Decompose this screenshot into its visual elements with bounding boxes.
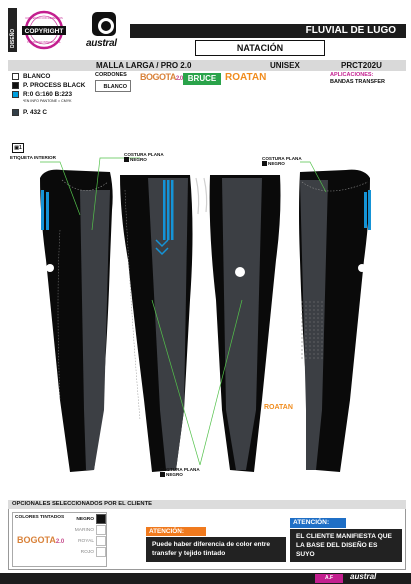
tint-label: COLORES TINTADOS bbox=[15, 515, 65, 520]
brand-bogota-logo: BOGOTA2.0 bbox=[140, 72, 183, 82]
color-swatch bbox=[12, 73, 19, 80]
garment-drawing bbox=[40, 157, 371, 472]
product-code: PRCT202U bbox=[341, 61, 382, 70]
footer-title: OPCIONALES SELECCIONADOS POR EL CLIENTE bbox=[8, 500, 406, 509]
austral-mark-icon bbox=[92, 12, 116, 36]
brand-bogota-word: BOGOTA bbox=[140, 72, 176, 82]
austral-mark-icon bbox=[235, 267, 245, 277]
bottom-brand: austral bbox=[350, 572, 377, 581]
callout-costura-bottom: COSTURA PLANA NEGRO bbox=[160, 467, 200, 478]
austral-mark-icon bbox=[46, 264, 54, 272]
tint-brand-version: 2.0 bbox=[55, 539, 65, 545]
callout-costura-right-title: COSTURA PLANA bbox=[262, 156, 302, 161]
color-swatch bbox=[12, 109, 19, 116]
austral-mark-icon bbox=[120, 266, 128, 274]
callout-costura-left-color: NEGRO bbox=[130, 157, 147, 162]
callout-etiqueta: ETIQUETA INTERIOR bbox=[10, 155, 56, 160]
tint-swatch-empty[interactable] bbox=[96, 536, 106, 546]
cordones-value: BLANCO bbox=[95, 80, 131, 92]
accent-stripe bbox=[167, 180, 170, 240]
cordones-title: CORDONES bbox=[95, 72, 127, 78]
product-name: MALLA LARGA / PRO 2.0 bbox=[96, 61, 192, 70]
brand-roatan-logo: ROATAN bbox=[225, 72, 267, 83]
bottom-code: A.F bbox=[315, 574, 343, 583]
warning-text-design: EL CLIENTE MANIFIESTA QUE LA BASE DEL DI… bbox=[290, 529, 402, 562]
bottom-bar bbox=[0, 573, 411, 584]
color-swatch bbox=[12, 91, 19, 98]
side-text: DISEÑO bbox=[9, 29, 16, 48]
tint-option-negro[interactable]: NEGRO bbox=[76, 517, 94, 522]
brand-bogota-version: 2.0 bbox=[175, 76, 183, 82]
warning-title-color: ATENCIÓN: bbox=[146, 527, 206, 536]
cordones-block: CORDONES BLANCO bbox=[95, 72, 135, 92]
warning-title-design: ATENCIÓN: bbox=[290, 518, 346, 528]
roatan-tag: ROATAN bbox=[264, 404, 293, 411]
austral-logo: austral bbox=[86, 12, 126, 58]
color-label: P. PROCESS BLACK bbox=[23, 82, 86, 89]
callout-costura-left: COSTURA PLANA NEGRO bbox=[124, 152, 164, 163]
tint-brand-word: BOGOTA bbox=[17, 535, 56, 545]
tint-swatch-empty[interactable] bbox=[96, 525, 106, 535]
accent-stripe bbox=[46, 192, 49, 230]
discipline-label: NATACIÓN bbox=[195, 40, 325, 56]
accent-stripe bbox=[364, 192, 367, 228]
tint-option-royal[interactable]: ROYAL bbox=[78, 539, 94, 544]
drawstring bbox=[195, 177, 208, 215]
black-chip bbox=[124, 157, 129, 163]
warning-text-color: Puede haber diferencia de color entre tr… bbox=[146, 537, 286, 562]
accent-stripe bbox=[368, 190, 371, 230]
color-swatch bbox=[12, 82, 19, 89]
tights-side-left bbox=[120, 175, 193, 472]
client-name: FLUVIAL DE LUGO bbox=[130, 24, 406, 38]
copyright-bottom: PROPIEDAD INTELECTUAL bbox=[27, 40, 61, 44]
brand-bruce-logo: BRUCE 2.0 bbox=[183, 73, 221, 95]
pantone-note: *EN INFO PANTONE = CMYK bbox=[23, 99, 72, 103]
aplicaciones-block: APLICACIONES: BANDAS TRANSFER bbox=[330, 72, 385, 86]
color-label: BLANCO bbox=[23, 73, 51, 80]
accent-stripe bbox=[171, 180, 174, 240]
tint-option-marino[interactable]: MARINO bbox=[74, 528, 94, 533]
accent-stripe bbox=[41, 190, 44, 230]
copyright-label: COPYRIGHT bbox=[25, 28, 64, 35]
tint-option-rojo[interactable]: ROJO bbox=[80, 550, 94, 555]
tint-list: NEGRO MARINO ROYAL ROJO bbox=[72, 514, 94, 558]
aplicaciones-title: APLICACIONES: bbox=[330, 72, 374, 78]
black-chip bbox=[262, 161, 267, 167]
tights-side-right bbox=[209, 175, 281, 472]
callout-costura-bottom-color: NEGRO bbox=[166, 472, 183, 477]
callout-costura-bottom-title: COSTURA PLANA bbox=[160, 467, 200, 472]
color-row-black: P. PROCESS BLACK bbox=[12, 81, 85, 90]
tint-brand: BOGOTA2.0 bbox=[17, 535, 64, 545]
accent-stripe bbox=[163, 180, 166, 240]
tights-front-right bbox=[299, 169, 371, 472]
color-row-blue: R:0 G:160 B:223 bbox=[12, 90, 85, 99]
label-reference-icon: ▣1 bbox=[12, 143, 24, 153]
austral-mark-icon bbox=[358, 264, 366, 272]
callout-costura-right: COSTURA PLANA NEGRO bbox=[262, 156, 302, 167]
color-list: BLANCO P. PROCESS BLACK R:0 G:160 B:223 … bbox=[12, 72, 85, 117]
callout-costura-right-color: NEGRO bbox=[268, 161, 285, 166]
callout-costura-left-title: COSTURA PLANA bbox=[124, 152, 164, 157]
product-info-bar: MALLA LARGA / PRO 2.0 UNISEX PRCT202U bbox=[8, 60, 406, 71]
color-row-grey: P. 432 C bbox=[12, 108, 85, 117]
austral-wordmark: austral bbox=[86, 38, 117, 49]
copyright-seal: DISEÑO COPYRIGHT CONTENIDO CON DERECHOS … bbox=[8, 8, 70, 52]
tint-swatch-empty[interactable] bbox=[96, 547, 106, 557]
tint-swatch-selected[interactable] bbox=[96, 514, 106, 524]
color-label: R:0 G:160 B:223 bbox=[23, 91, 73, 98]
color-row-white: BLANCO bbox=[12, 72, 85, 81]
black-chip bbox=[160, 472, 165, 478]
copyright-top: CONTENIDO CON DERECHOS bbox=[25, 16, 63, 20]
tights-front-left bbox=[40, 169, 113, 472]
color-label: P. 432 C bbox=[23, 109, 48, 116]
tint-box: COLORES TINTADOS BOGOTA2.0 bbox=[12, 512, 107, 567]
aplicaciones-value: BANDAS TRANSFER bbox=[330, 79, 385, 85]
gender-label: UNISEX bbox=[270, 61, 300, 70]
